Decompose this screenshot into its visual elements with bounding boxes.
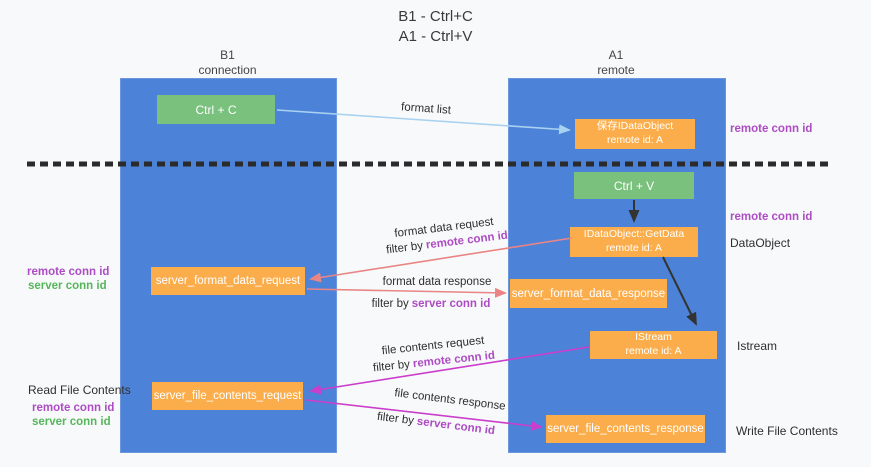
node-server-format-data-response: server_format_data_response [510, 279, 667, 308]
annotation-remote-conn-id-left-1: remote conn id [27, 266, 110, 278]
title-line-b1: B1 - Ctrl+C [398, 8, 473, 25]
filter-by-prefix: filter by [376, 410, 415, 428]
node-save-idataobject-title: 保存IDataObject [596, 120, 674, 133]
annotation-istream: Istream [737, 339, 778, 353]
filter-by-prefix: filter by [371, 298, 409, 310]
annotation-write-file-contents: Write File Contents [736, 424, 838, 438]
filter-by-prefix: filter by [372, 358, 411, 375]
edge-label-format-list: format list [400, 101, 452, 117]
node-save-idataobject: 保存IDataObject remote id: A [575, 119, 695, 149]
diagram-title: B1 - Ctrl+C A1 - Ctrl+V [0, 7, 871, 48]
node-server-file-contents-request: server_file_contents_request [152, 382, 303, 410]
filter-server-conn-id-value: server conn id [411, 298, 491, 310]
edge-label-format-data-response: format data response [382, 276, 492, 288]
filter-server-conn-id-value: server conn id [416, 415, 496, 438]
lane-b1-role: connection [198, 63, 257, 77]
lane-a1-name: A1 [608, 48, 624, 62]
annotation-dataobject: DataObject [730, 236, 791, 250]
node-getdata-remote-id: remote id: A [605, 242, 663, 254]
node-save-idataobject-remote-id: remote id: A [606, 134, 664, 146]
annotation-server-conn-id-left-1: server conn id [28, 280, 107, 292]
edge-label-file-contents-response: file contents response [393, 387, 507, 413]
node-istream: IStream remote id: A [590, 331, 717, 359]
lane-header-b1: B1 connection [120, 48, 335, 78]
node-ctrl-c: Ctrl + C [157, 95, 275, 124]
node-ctrl-v: Ctrl + V [574, 172, 694, 199]
node-server-format-data-request: server_format_data_request [151, 267, 305, 295]
node-idataobject-getdata: IDataObject::GetData remote id: A [570, 227, 698, 257]
lane-a1-role: remote [597, 63, 635, 77]
title-line-a1: A1 - Ctrl+V [398, 28, 473, 46]
annotation-server-conn-id-left-2: server conn id [32, 416, 111, 428]
annotation-remote-conn-id-left-2: remote conn id [32, 402, 115, 414]
node-istream-remote-id: remote id: A [625, 345, 682, 357]
annotation-read-file-contents: Read File Contents [28, 383, 131, 397]
node-getdata-title: IDataObject::GetData [583, 228, 685, 241]
filter-by-prefix: filter by [385, 239, 424, 257]
annotation-remote-conn-id-top: remote conn id [730, 123, 813, 135]
annotation-remote-conn-id-mid: remote conn id [730, 211, 813, 223]
lane-header-a1: A1 remote [508, 48, 724, 78]
lane-b1-name: B1 [220, 48, 235, 62]
node-server-file-contents-response: server_file_contents_response [546, 415, 705, 443]
node-istream-title: IStream [635, 331, 672, 344]
